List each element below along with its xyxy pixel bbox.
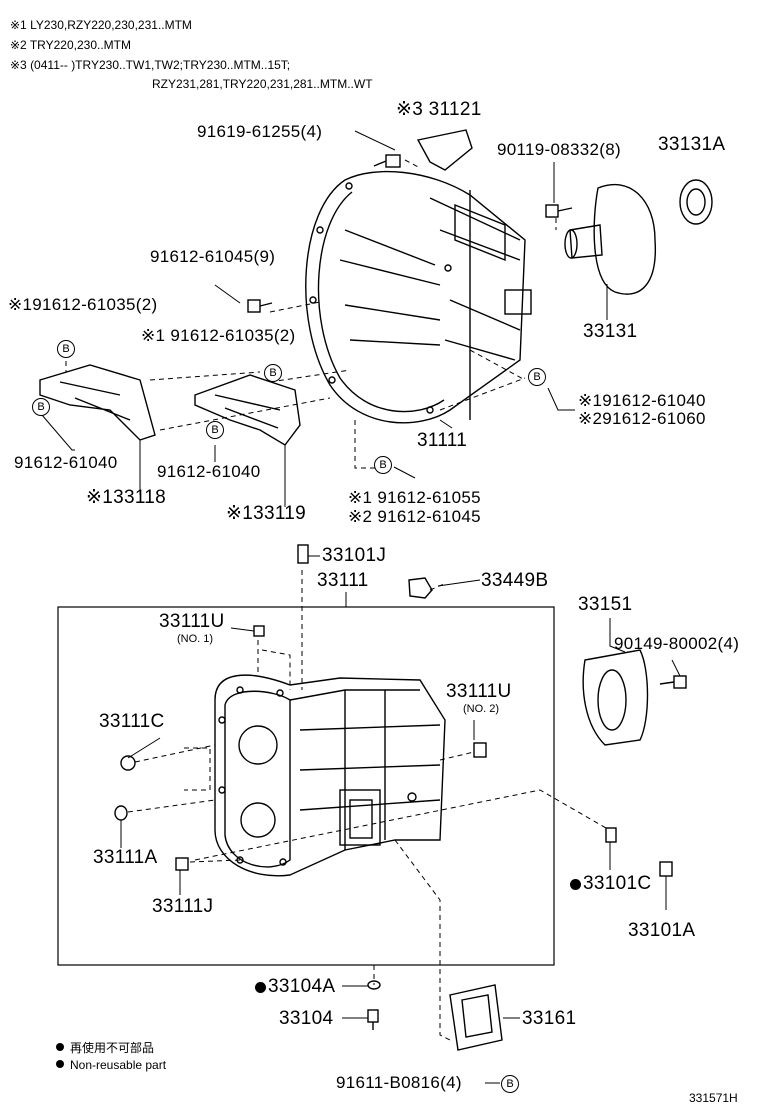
label-33111U-no1: 33111U (159, 611, 225, 632)
label-91619-61255: 91619-61255(4) (197, 122, 323, 141)
label-91612-61055: ※1 91612-61055 (348, 488, 481, 507)
label-91612-61040-l: 91612-61040 (14, 453, 118, 472)
label-33101A: 33101A (628, 920, 696, 941)
label-no2: (NO. 2) (463, 703, 500, 715)
label-33111U-no2: 33111U (446, 681, 512, 702)
label-91612-61040-r: ※191612-61040 (578, 391, 706, 410)
label-33119: ※133119 (226, 503, 307, 524)
badge-b: B (32, 398, 50, 416)
plug-33104-drawing (367, 1009, 379, 1030)
cover-33161-drawing (449, 984, 503, 1051)
non-reusable-dot (255, 982, 266, 993)
label-33151: 33151 (578, 594, 633, 615)
transmission-case-drawing (214, 674, 446, 877)
gasket-33151-drawing (582, 649, 649, 746)
bolt-91619-drawing (373, 154, 401, 168)
label-91611-B0816: 91611-B0816(4) (336, 1073, 462, 1092)
legend-en: Non-reusable part (56, 1059, 166, 1071)
label-33131: 33131 (583, 321, 638, 342)
note-1: ※1 LY230,RZY220,230,231..MTM (10, 18, 192, 32)
cover-31121-drawing (416, 129, 473, 171)
label-31111: 31111 (417, 430, 468, 451)
label-33111J: 33111J (152, 896, 214, 917)
plug-33101A-drawing (659, 861, 673, 877)
gasket-33104A-drawing (367, 980, 381, 990)
non-reusable-dot (570, 879, 581, 890)
label-91612-61035-a: ※191612-61035(2) (8, 295, 158, 314)
label-33161: 33161 (522, 1008, 577, 1029)
label-33111A: 33111A (93, 847, 158, 868)
bracket-33118-drawing (39, 364, 156, 441)
legend-dot (56, 1060, 64, 1068)
bolt-91612-9-drawing (247, 299, 273, 313)
badge-b: B (528, 368, 546, 386)
label-91612-61060: ※291612-61060 (578, 409, 706, 428)
label-33118: ※133118 (86, 487, 167, 508)
label-33101J: 33101J (322, 545, 387, 566)
label-33104A: 33104A (255, 977, 335, 996)
bolt-90149-drawing (659, 675, 687, 689)
badge-b: B (501, 1075, 519, 1093)
label-33111: 33111 (317, 570, 369, 591)
label-91612-61045-9: 91612-61045(9) (150, 247, 276, 266)
figure-id: 331571H (689, 1091, 738, 1105)
label-33449B: 33449B (481, 570, 549, 591)
label-91612-61045: ※2 91612-61045 (348, 507, 481, 526)
badge-b: B (374, 456, 392, 474)
retainer-33131-drawing (564, 183, 656, 295)
note-3: ※3 (0411-- )TRY230..TW1,TW2;TRY230..MTM.… (10, 58, 291, 72)
label-33111C: 33111C (99, 711, 165, 732)
legend-dot (56, 1043, 64, 1051)
bolt-90119-drawing (545, 204, 573, 218)
note-4: RZY231,281,TRY220,231,281..MTM..WT (152, 77, 373, 91)
seal-33131A-drawing (679, 179, 713, 225)
label-33101C: 33101C (570, 874, 651, 893)
case-33111-box (57, 606, 555, 966)
label-91612-61040-m: 91612-61040 (157, 462, 261, 481)
legend-jp: 再使用不可部品 (56, 1042, 154, 1054)
label-no1: (NO. 1) (177, 633, 214, 645)
label-90149-80002: 90149-80002(4) (614, 634, 740, 653)
note-2: ※2 TRY220,230..MTM (10, 38, 131, 52)
clutch-housing-drawing (305, 170, 532, 424)
label-90119-08332: 90119-08332(8) (497, 140, 621, 159)
label-33131A: 33131A (658, 134, 726, 155)
label-91612-61035-b: ※1 91612-61035(2) (141, 326, 296, 345)
label-31121: ※3 31121 (396, 99, 482, 120)
plug-33101C-drawing (605, 827, 617, 843)
badge-b: B (206, 421, 224, 439)
badge-b: B (57, 340, 75, 358)
plug-parts-drawing (114, 544, 487, 871)
badge-b: B (264, 364, 282, 382)
label-33104: 33104 (279, 1008, 334, 1029)
